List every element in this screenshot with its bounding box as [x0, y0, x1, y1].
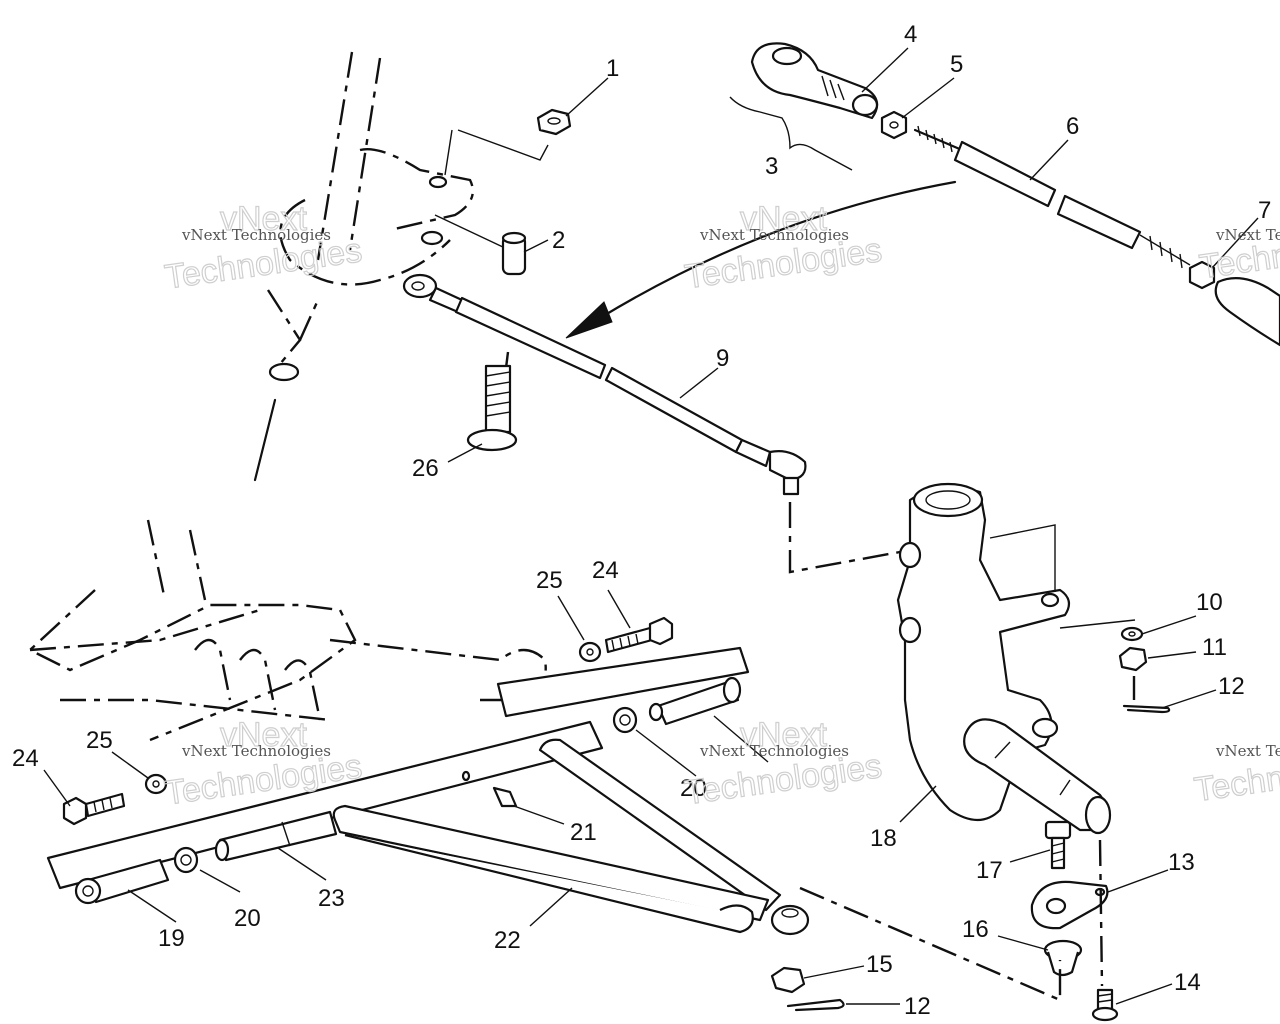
pivot-tube-19-upper [656, 676, 742, 726]
callout-13: 13 [1168, 849, 1195, 876]
callout-numbers: 1 2 3 4 5 6 7 9 10 11 12 13 14 15 12 16 … [12, 21, 1271, 1020]
leader-1 [457, 129, 549, 161]
callout-22: 22 [494, 927, 521, 954]
callout-7: 7 [1258, 197, 1271, 224]
callout-17: 17 [976, 857, 1003, 884]
callout-18: 18 [870, 825, 897, 852]
callout-21: 21 [570, 819, 597, 846]
callout-15: 15 [866, 951, 893, 978]
bracket-3 [729, 96, 853, 171]
svg-text:vNext: vNext [220, 716, 307, 754]
svg-text:vNext: vNext [740, 716, 827, 754]
callout-23: 23 [318, 885, 345, 912]
bolt-24-lower [62, 792, 126, 826]
callout-9: 9 [716, 345, 729, 372]
callout-16: 16 [962, 916, 989, 943]
bushing-16 [1043, 939, 1083, 977]
svg-text:vNext: vNext [740, 200, 827, 238]
callout-25-lower: 25 [86, 727, 113, 754]
callout-20-lower: 20 [234, 905, 261, 932]
watermark-1: vNext vNext Technologies Technologies [162, 199, 365, 297]
tube-23 [214, 810, 338, 862]
callout-3: 3 [765, 153, 778, 180]
bolt-17 [1044, 820, 1072, 870]
spacer-2 [501, 231, 527, 276]
callout-12-bottom: 12 [904, 993, 931, 1020]
assembly-line-14 [1098, 839, 1104, 987]
svg-text:vNext Technologies: vNext Technologies [699, 742, 849, 760]
svg-text:vNext Technologies: vNext Technologies [181, 226, 331, 244]
bushing-20-upper [612, 706, 638, 734]
svg-text:vNext Technologies: vNext Technologies [1215, 226, 1280, 244]
plate-13 [1030, 880, 1109, 930]
svg-text:vNext Technologies: vNext Technologies [699, 226, 849, 244]
callout-19: 19 [158, 925, 185, 952]
steering-knuckle-18 [896, 482, 1112, 835]
pivot-bracket [496, 646, 750, 718]
callout-24-upper: 24 [592, 557, 619, 584]
arrowhead [565, 301, 613, 339]
steering-post [253, 51, 475, 482]
rod-end-4 [750, 42, 879, 120]
bolt-26 [466, 351, 518, 452]
nut-15 [770, 966, 806, 994]
callout-4: 4 [904, 21, 917, 48]
assembly-line-knuckle [788, 502, 901, 574]
frame-outline [27, 519, 547, 742]
watermark-5: vNext vNext Technologies Technologies [682, 715, 885, 812]
nut-7 [1188, 260, 1216, 290]
nut-11 [1118, 646, 1148, 672]
pivot-tube-19-lower [74, 858, 170, 905]
callout-10: 10 [1196, 589, 1223, 616]
callout-2: 2 [552, 227, 565, 254]
washer-10 [1120, 626, 1144, 642]
callout-20-upper: 20 [680, 775, 707, 802]
svg-text:vNext Technologies: vNext Technologies [181, 742, 331, 760]
callout-26: 26 [412, 455, 439, 482]
callout-25-upper: 25 [536, 567, 563, 594]
callout-14: 14 [1174, 969, 1201, 996]
callout-6: 6 [1066, 113, 1079, 140]
callout-5: 5 [950, 51, 963, 78]
cotter-pin-12-bottom [786, 998, 845, 1012]
a-arm-22 [46, 720, 810, 936]
svg-text:vNext Technologies: vNext Technologies [1215, 742, 1280, 760]
watermark-6: vNext Technologies Technologies [1191, 742, 1280, 810]
bushing-20-lower [173, 846, 199, 874]
assembly-line-balljoint [799, 886, 1062, 1002]
tie-rod-9 [402, 273, 807, 496]
cotter-pin-12-top [1122, 704, 1171, 714]
direction-arrow [598, 180, 957, 320]
leader-2b [434, 214, 506, 249]
washer-25-upper [578, 641, 602, 663]
bolt-14 [1091, 988, 1119, 1022]
washer-25-lower [144, 773, 168, 795]
svg-text:vNext: vNext [220, 200, 307, 238]
leader-knuckle-right [1059, 619, 1136, 629]
tie-rod-6 [913, 125, 1191, 269]
bolt-24-upper [604, 616, 674, 654]
callout-1: 1 [606, 55, 619, 82]
leader-lines [43, 47, 1259, 1005]
rod-end-right [1214, 277, 1280, 347]
watermark-3: vNext Technologies Technologies [1196, 221, 1280, 287]
callout-12-top: 12 [1218, 673, 1245, 700]
callout-24-lower: 24 [12, 745, 39, 772]
nut-1 [536, 108, 572, 136]
leader-2a [444, 129, 453, 176]
callout-11: 11 [1202, 634, 1227, 661]
leader-knuckle-top [989, 524, 1056, 592]
watermark-2: vNext vNext Technologies Technologies [682, 199, 885, 296]
jam-nut-5 [880, 110, 908, 140]
